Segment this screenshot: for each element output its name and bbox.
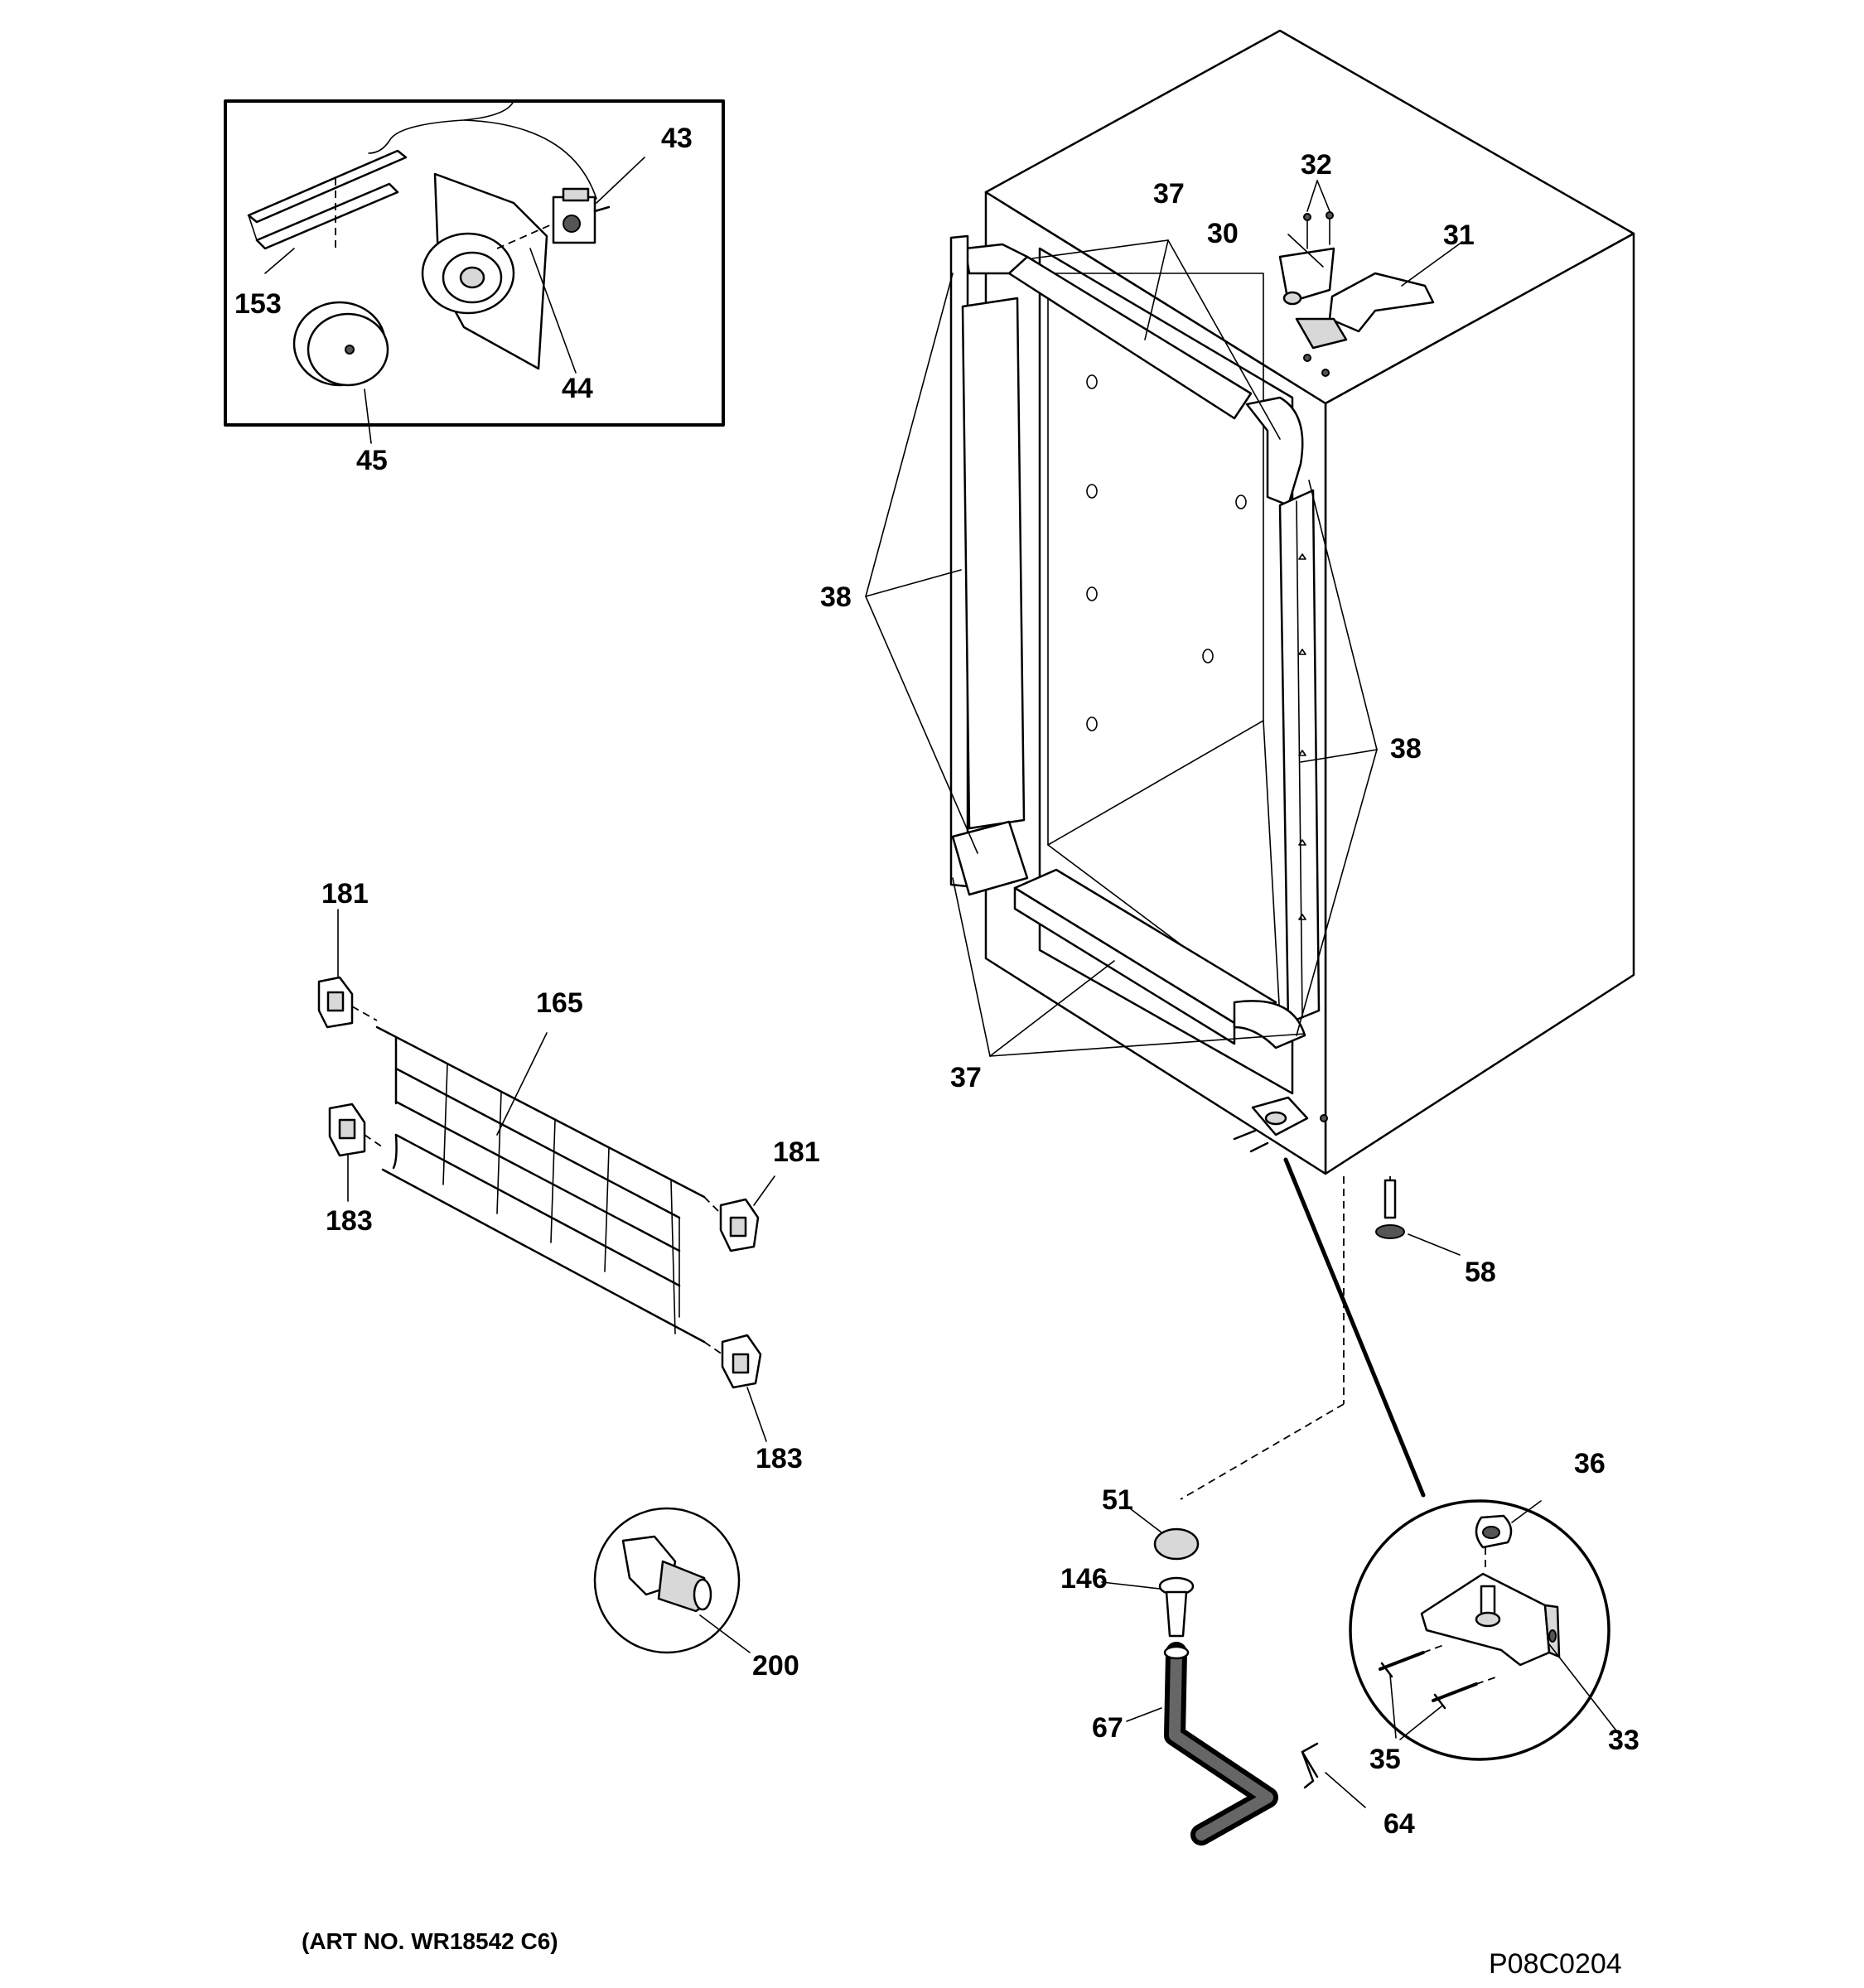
drain-fitting-200 xyxy=(593,1507,751,1654)
label-36: 36 xyxy=(1574,1448,1606,1479)
drain-clip-64 xyxy=(1301,1742,1366,1808)
art-number: (ART NO. WR18542 C6) xyxy=(302,1928,558,1954)
label-146: 146 xyxy=(1060,1563,1108,1595)
label-44: 44 xyxy=(562,373,593,404)
label-183-right: 183 xyxy=(756,1443,803,1474)
label-45: 45 xyxy=(356,445,388,476)
shelf-support-183-right xyxy=(703,1334,767,1442)
drain-plug-51 xyxy=(1126,1505,1200,1561)
trim-top-37 xyxy=(963,243,1304,507)
label-181-right: 181 xyxy=(773,1136,820,1168)
fan-blade-45 xyxy=(292,301,389,444)
detail-callout-line xyxy=(1283,1157,1426,1498)
fan-shroud-44 xyxy=(421,172,548,370)
fan-motor-inset: 43 153 44 45 xyxy=(224,99,725,476)
drain-tube-67 xyxy=(1126,1642,1278,1846)
label-183-left: 183 xyxy=(326,1205,373,1237)
label-58: 58 xyxy=(1465,1257,1496,1288)
label-30: 30 xyxy=(1207,218,1239,249)
wire-shelf-165 xyxy=(375,1025,706,1344)
label-38-left: 38 xyxy=(820,581,852,613)
trim-left-38 xyxy=(949,234,1029,896)
bottom-hinge xyxy=(1233,1096,1328,1153)
label-33: 33 xyxy=(1608,1725,1639,1756)
label-64: 64 xyxy=(1384,1808,1415,1840)
label-37-top: 37 xyxy=(1153,178,1185,210)
label-153: 153 xyxy=(234,288,282,320)
shelf-support-181-right xyxy=(703,1175,775,1252)
diagram-code: P08C0204 xyxy=(1489,1948,1622,1980)
fan-motor-43 xyxy=(552,157,645,244)
heater-strip-153 xyxy=(247,149,408,253)
top-hinge-assembly xyxy=(1278,211,1435,377)
label-43: 43 xyxy=(661,123,693,154)
label-38-right: 38 xyxy=(1390,733,1422,765)
label-200: 200 xyxy=(752,1650,799,1682)
label-35: 35 xyxy=(1369,1744,1401,1775)
leveling-leg-58 xyxy=(1375,1176,1405,1239)
label-181-left: 181 xyxy=(321,878,369,910)
label-31: 31 xyxy=(1443,220,1475,251)
label-51: 51 xyxy=(1102,1484,1133,1516)
hinge-detail-circle xyxy=(1349,1499,1616,1761)
leader-lines xyxy=(865,180,1463,1256)
trim-bottom-37 xyxy=(1013,868,1306,1049)
label-67: 67 xyxy=(1092,1712,1123,1744)
label-32: 32 xyxy=(1301,149,1332,181)
label-37-bottom: 37 xyxy=(950,1062,982,1093)
shelf-support-181-left xyxy=(317,909,378,1029)
drain-trap-146 xyxy=(1101,1576,1195,1638)
label-165: 165 xyxy=(536,987,583,1019)
shelf-support-183-left xyxy=(328,1103,384,1202)
trim-right-38 xyxy=(1278,489,1321,1025)
